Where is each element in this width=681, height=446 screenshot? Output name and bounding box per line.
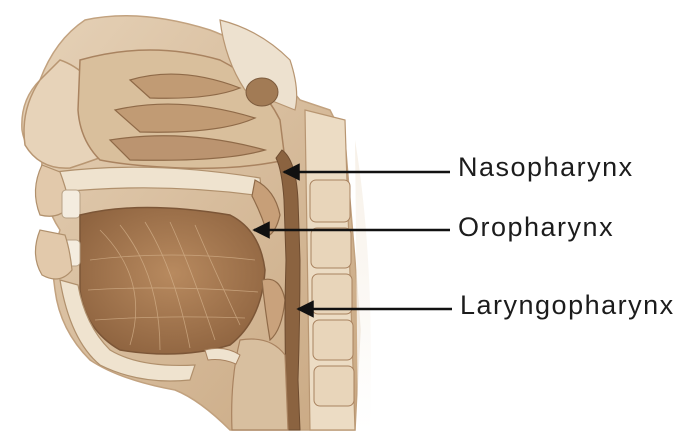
oropharynx-label: Oropharynx bbox=[458, 214, 614, 241]
sphenoid-sinus bbox=[246, 78, 278, 106]
upper-teeth bbox=[62, 190, 80, 218]
cervical-spine bbox=[305, 110, 355, 430]
larynx bbox=[232, 339, 288, 430]
nasopharynx-label: Nasopharynx bbox=[458, 154, 634, 181]
laryngopharynx-label: Laryngopharynx bbox=[460, 292, 675, 319]
